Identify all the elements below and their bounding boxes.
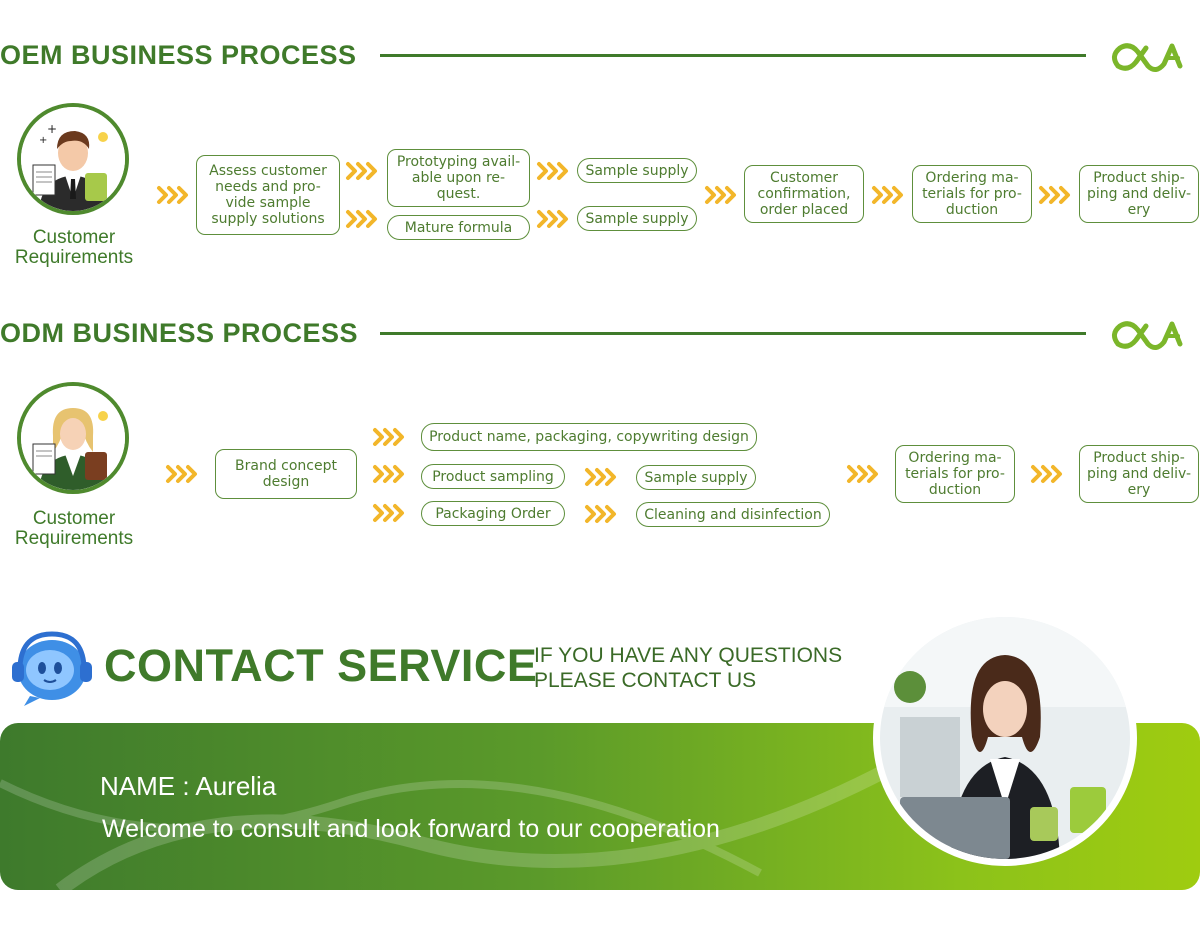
triple-chevron-right-icon [704,184,738,206]
oem-section-title: OEM BUSINESS PROCESS [0,40,357,70]
triple-chevron-right-icon [584,466,618,488]
odm-packaging-order-box: Packaging Order [421,501,565,526]
odm-product-name-design-box: Product name, packaging, copywriting des… [421,423,757,451]
triple-chevron-right-icon [584,503,618,525]
svg-text:+: + [47,122,57,136]
odm-brand-logo [1108,314,1184,354]
triple-chevron-right-icon [345,208,379,230]
odm-section-title: ODM BUSINESS PROCESS [0,318,359,348]
oem-sample-supply-box-1: Sample supply [577,158,697,183]
customer-service-agent-photo [873,610,1137,866]
triple-chevron-right-icon [372,463,406,485]
oem-title-divider [380,54,1086,57]
odm-ordering-materials-box: Ordering ma- terials for pro- duction [895,445,1015,503]
odm-customer-avatar [17,382,129,494]
triple-chevron-right-icon [536,160,570,182]
contact-service-title: CONTACT SERVICE [104,640,538,691]
odm-title-divider [380,332,1086,335]
odm-sample-supply-box: Sample supply [636,465,756,490]
oem-sample-supply-box-2: Sample supply [577,206,697,231]
oem-brand-logo [1108,36,1184,76]
odm-customer-requirements-label: Customer Requirements [14,508,134,549]
oem-mature-formula-box: Mature formula [387,215,530,240]
oem-customer-requirements-label: Customer Requirements [14,227,134,268]
triple-chevron-right-icon [871,184,905,206]
contact-welcome-message: Welcome to consult and look forward to o… [102,815,720,843]
svg-text:+: + [39,135,47,146]
triple-chevron-right-icon [165,463,199,485]
odm-brand-concept-box: Brand concept design [215,449,357,499]
odm-product-sampling-box: Product sampling [421,464,565,489]
oem-customer-avatar: + + [17,103,129,215]
oem-ordering-materials-box: Ordering ma- terials for pro- duction [912,165,1032,223]
triple-chevron-right-icon [1030,463,1064,485]
chatbot-headset-icon [12,631,92,706]
contact-service-subtitle: IF YOU HAVE ANY QUESTIONS PLEASE CONTACT… [534,644,843,692]
odm-product-shipping-box: Product ship- ping and deliv- ery [1079,445,1199,503]
triple-chevron-right-icon [345,160,379,182]
oem-assess-needs-box: Assess customer needs and pro- vide samp… [196,155,340,235]
triple-chevron-right-icon [536,208,570,230]
triple-chevron-right-icon [156,184,190,206]
oem-product-shipping-box: Product ship- ping and deliv- ery [1079,165,1199,223]
odm-cleaning-box: Cleaning and disinfection [636,502,830,527]
triple-chevron-right-icon [846,463,880,485]
triple-chevron-right-icon [372,502,406,524]
oem-customer-confirmation-box: Customer confirmation, order placed [744,165,864,223]
contact-name: NAME : Aurelia [100,771,277,801]
oem-prototyping-box: Prototyping avail- able upon re- quest. [387,149,530,207]
triple-chevron-right-icon [1038,184,1072,206]
triple-chevron-right-icon [372,426,406,448]
